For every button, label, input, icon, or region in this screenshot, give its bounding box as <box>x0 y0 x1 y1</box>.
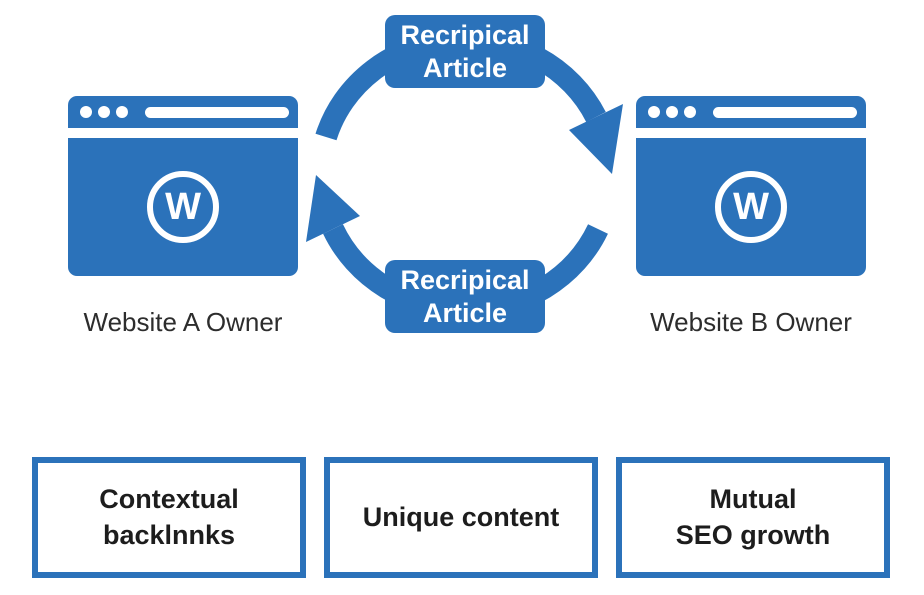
benefit-line: Mutual <box>709 483 797 514</box>
window-dot-icon <box>666 106 678 118</box>
browser-body: W <box>68 138 298 276</box>
browser-titlebar <box>68 96 298 128</box>
cycle-label-line: Article <box>422 52 508 83</box>
benefit-line: SEO growth <box>675 519 831 550</box>
window-dot-icon <box>80 106 92 118</box>
benefit-box-unique-content: Unique content <box>324 457 598 578</box>
website-logo-icon: W <box>147 171 219 243</box>
website-b-caption: Website B Owner <box>650 307 852 337</box>
website-a-browser-icon: W <box>68 96 298 276</box>
window-dot-icon <box>98 106 110 118</box>
browser-divider <box>68 128 298 138</box>
window-dot-icon <box>116 106 128 118</box>
address-bar-icon <box>145 106 289 118</box>
address-bar-icon <box>713 106 857 118</box>
browser-body: W <box>636 138 866 276</box>
website-b-browser-icon: W <box>636 96 866 276</box>
website-a-caption: Website A Owner <box>83 307 283 337</box>
window-dot-icon <box>684 106 696 118</box>
arrowhead-right-down-icon <box>569 104 623 174</box>
cycle-label-top: Recripical Article <box>385 15 545 88</box>
arrowhead-left-up-icon <box>306 175 360 242</box>
benefit-box-contextual-backlinks: Contextual backlnnks <box>32 457 306 578</box>
cycle-label-line: Article <box>422 297 508 328</box>
browser-titlebar <box>636 96 866 128</box>
benefit-line: backlnnks <box>102 519 236 550</box>
cycle-label-line: Recripical <box>400 264 530 295</box>
cycle-label-bottom: Recripical Article <box>385 260 545 333</box>
browser-divider <box>636 128 866 138</box>
benefit-line: Contextual <box>99 483 239 514</box>
cycle-label-line: Recripical <box>400 19 530 50</box>
window-dot-icon <box>648 106 660 118</box>
benefit-line: Unique content <box>362 501 560 532</box>
benefit-box-mutual-seo-growth: Mutual SEO growth <box>616 457 890 578</box>
website-logo-icon: W <box>715 171 787 243</box>
